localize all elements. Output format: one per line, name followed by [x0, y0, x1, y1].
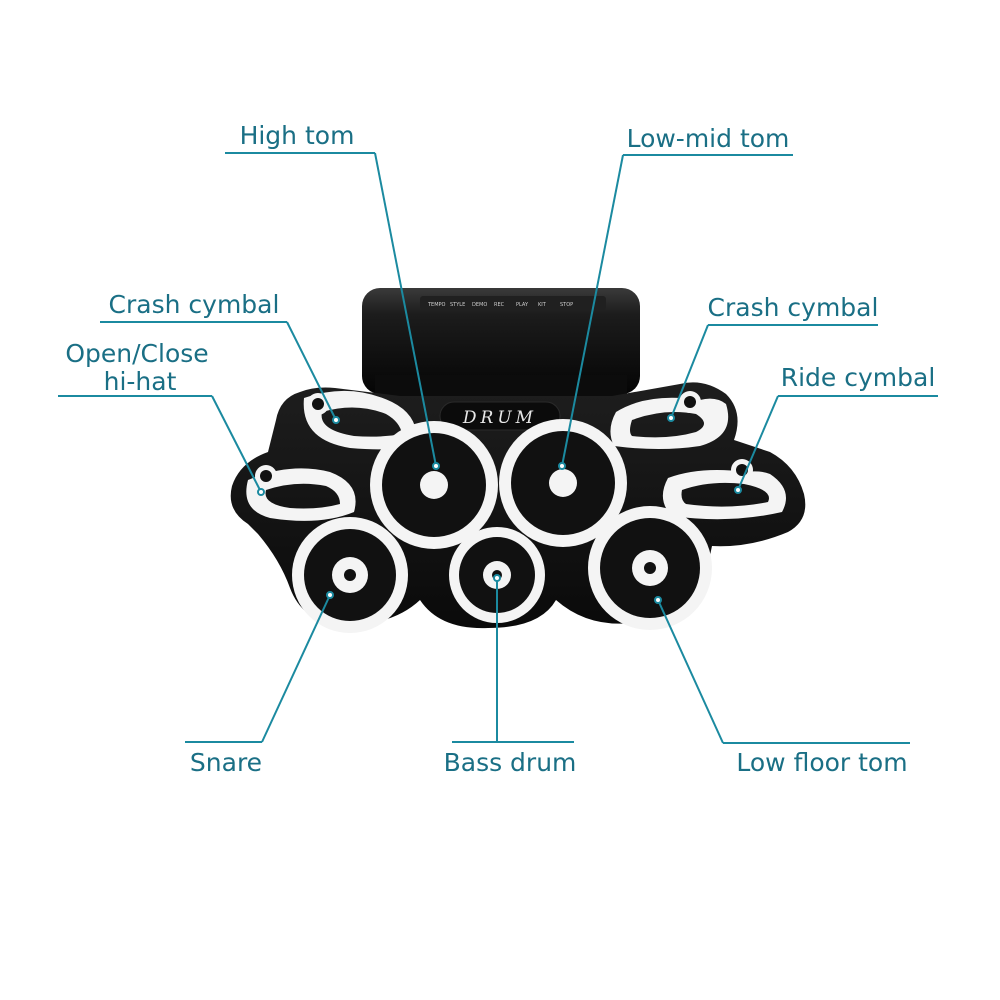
pad-snare	[292, 517, 408, 633]
callout-snare: Snare	[185, 591, 334, 777]
label-crash-cymbal-left: Crash cymbal	[109, 290, 280, 319]
callout-low-floor-tom: Low floor tom	[654, 596, 910, 777]
label-snare: Snare	[190, 748, 262, 777]
label-high-tom: High tom	[240, 121, 355, 150]
pad-crash-cymbal-left	[303, 390, 417, 450]
panel-button-label: KIT	[538, 302, 547, 308]
callout-ride-cymbal: Ride cymbal	[734, 363, 938, 494]
panel-button-label: STYLE	[450, 302, 465, 308]
callout-high-tom: High tom	[225, 121, 440, 470]
panel-button-label: STOP	[560, 302, 573, 308]
panel-button-label: REC	[494, 302, 505, 308]
pad-low-mid-tom	[499, 419, 627, 547]
label-low-mid-tom: Low-mid tom	[627, 124, 790, 153]
callout-crash-cymbal-right: Crash cymbal	[667, 293, 879, 422]
pad-ride-cymbal	[662, 459, 786, 520]
control-panel-buttons: TEMPO STYLE DEMO REC PLAY KIT STOP	[427, 302, 573, 308]
brand-logo-text: DRUM	[462, 408, 537, 428]
label-ride-cymbal: Ride cymbal	[781, 363, 936, 392]
brand-plate: DRUM	[439, 401, 561, 431]
callout-crash-cymbal-left: Crash cymbal	[100, 290, 340, 424]
callout-low-mid-tom: Low-mid tom	[558, 124, 793, 470]
panel-button-label: TEMPO	[427, 302, 446, 308]
panel-button-label: PLAY	[516, 302, 529, 308]
label-crash-cymbal-right: Crash cymbal	[708, 293, 879, 322]
pad-open-close-hihat	[246, 465, 356, 521]
panel-button-label: DEMO	[472, 302, 487, 308]
label-bass-drum: Bass drum	[444, 748, 577, 777]
callouts: High tom Low-mid tom Crash cymbal Open/C…	[58, 121, 938, 777]
pad-high-tom	[370, 421, 498, 549]
label-low-floor-tom: Low floor tom	[736, 748, 907, 777]
pad-crash-cymbal-right	[610, 391, 729, 449]
label-open-close-hihat-line1: Open/Close	[65, 339, 208, 368]
label-open-close-hihat-line2: hi-hat	[104, 367, 177, 396]
callout-bass-drum: Bass drum	[444, 574, 577, 777]
pad-low-floor-tom	[588, 506, 712, 630]
callout-open-close-hihat: Open/Close hi-hat	[58, 339, 265, 496]
